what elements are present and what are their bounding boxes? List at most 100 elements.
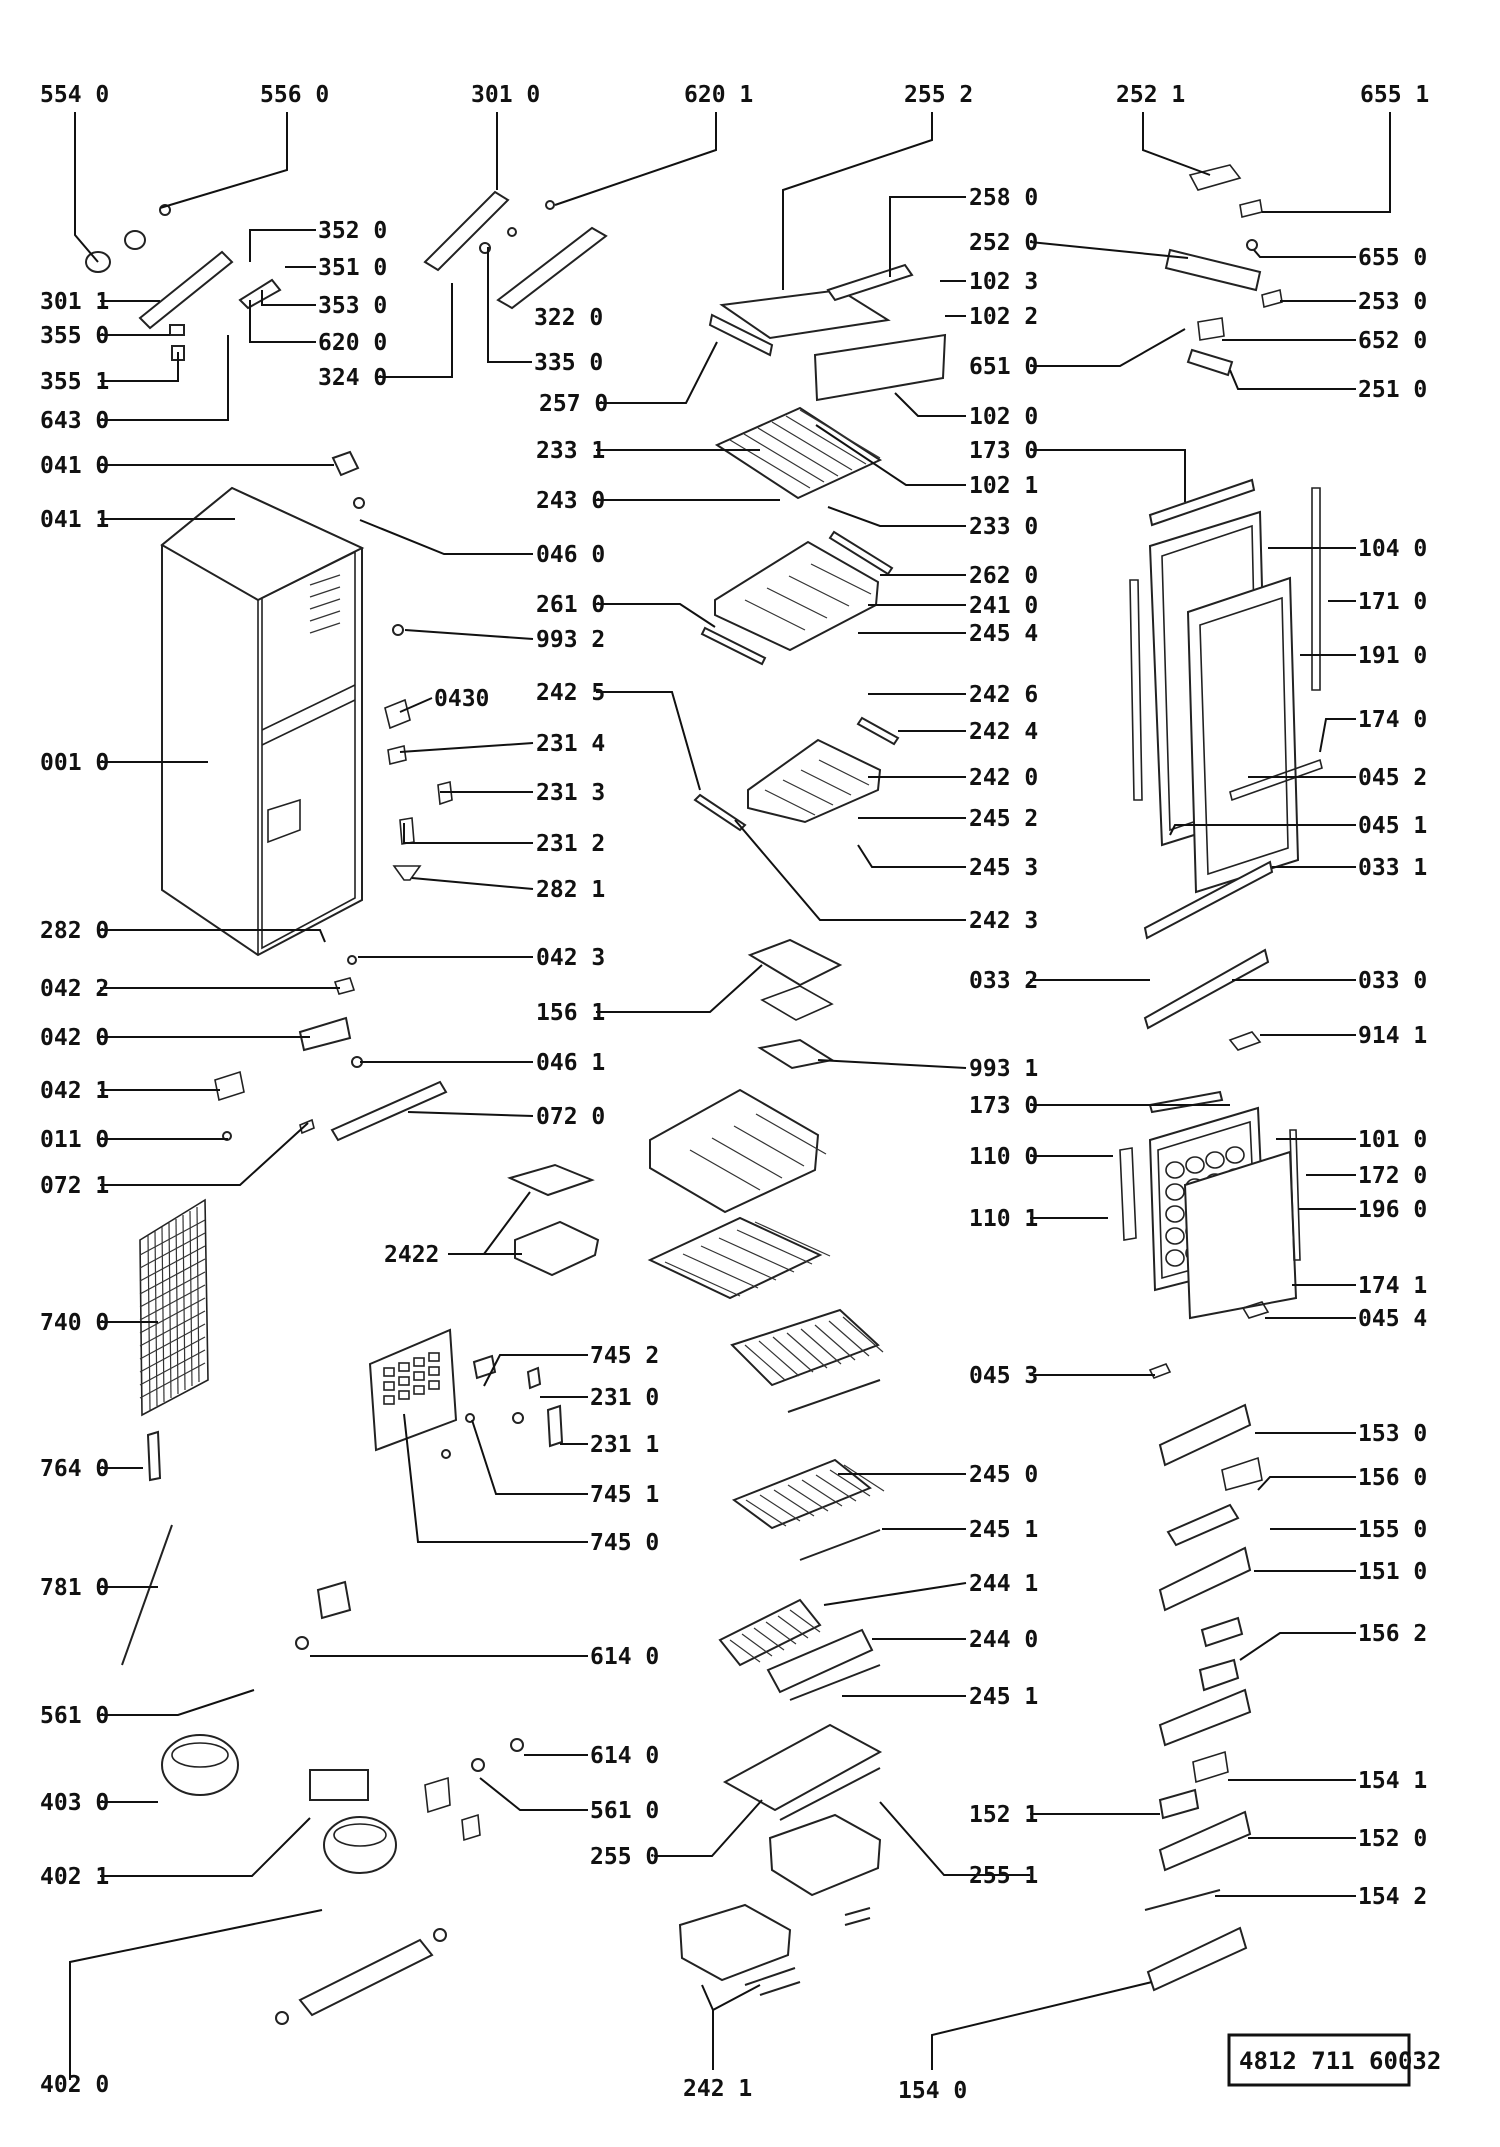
- part-label-104-0: 104 0: [1358, 536, 1427, 562]
- part-label-242-2: 2422: [384, 1242, 439, 1268]
- leader-242-1: [701, 1984, 714, 2011]
- document-number: 4812 711 60032: [1239, 2047, 1441, 2075]
- part-label-262-0: 262 0: [969, 563, 1038, 589]
- leader-402-1: [100, 1817, 311, 1877]
- part-label-242-6: 242 6: [969, 682, 1038, 708]
- part-drawings: [85, 164, 1323, 2025]
- crisper-drawers-drawing: [678, 1813, 882, 1996]
- leader-261-0: [596, 603, 716, 628]
- part-label-253-0: 253 0: [1358, 289, 1427, 315]
- freezer-drawers-drawing: [693, 263, 947, 832]
- leader-lines: [69, 112, 1391, 2080]
- part-label-993-1: 993 1: [969, 1056, 1038, 1082]
- leader-072-1: [100, 1122, 309, 1186]
- light-housing-drawing: [368, 1328, 564, 1459]
- part-label-191-0: 191 0: [1358, 643, 1427, 669]
- part-label-745-2: 745 2: [590, 1343, 659, 1369]
- leader-255-1: [879, 1801, 1030, 1876]
- part-label-402-1: 402 1: [40, 1864, 109, 1890]
- leader-554-0: [74, 112, 99, 263]
- part-label-655-1: 655 1: [1360, 82, 1429, 108]
- leader-233-0: [827, 506, 966, 527]
- part-label-045-3: 045 3: [969, 1363, 1038, 1389]
- part-label-556-0: 556 0: [260, 82, 329, 108]
- document-number-box: 4812 711 60032: [1227, 2033, 1441, 2087]
- leader-643-0: [100, 335, 229, 421]
- small-drawer-drawing: [507, 1163, 600, 1277]
- part-label-042-0: 042 0: [40, 1025, 109, 1051]
- leader-993-2: [404, 629, 534, 640]
- part-label-155-0: 155 0: [1358, 1517, 1427, 1543]
- leader-255-0: [654, 1799, 763, 1857]
- part-label-244-0: 244 0: [969, 1627, 1038, 1653]
- part-label-301-0: 301 0: [471, 82, 540, 108]
- part-label-244-1: 244 1: [969, 1571, 1038, 1597]
- leader-242-5: [596, 691, 701, 791]
- leader-655-1: [1262, 112, 1391, 213]
- leader-174-0: [1319, 718, 1356, 753]
- part-label-042-2: 042 2: [40, 976, 109, 1002]
- part-label-033-1: 033 1: [1358, 855, 1427, 881]
- leader-102-0: [894, 392, 966, 417]
- part-label-154-1: 154 1: [1358, 1768, 1427, 1794]
- part-label-041-0: 041 0: [40, 453, 109, 479]
- part-label-231-2: 231 2: [536, 831, 605, 857]
- leader-745-2: [483, 1354, 588, 1387]
- part-label-261-0: 261 0: [536, 592, 605, 618]
- leader-072-0: [407, 1111, 534, 1117]
- part-label-154-2: 154 2: [1358, 1884, 1427, 1910]
- part-label-620-1: 620 1: [684, 82, 753, 108]
- part-label-154-0: 154 0: [898, 2078, 967, 2104]
- leader-252-0: [1029, 241, 1189, 259]
- leader-355-1: [100, 352, 179, 382]
- part-label-242-5: 242 5: [536, 680, 605, 706]
- part-label-257-0: 257 0: [539, 391, 608, 417]
- leader-324-0: [378, 283, 453, 378]
- part-label-351-0: 351 0: [318, 255, 387, 281]
- part-label-231-0: 231 0: [590, 1385, 659, 1411]
- part-label-242-1: 242 1: [683, 2076, 752, 2102]
- leader-242-1: [712, 1984, 761, 2070]
- part-label-402-0: 402 0: [40, 2072, 109, 2098]
- leader-620-0: [249, 300, 316, 343]
- part-label-173-0b: 173 0: [969, 1093, 1038, 1119]
- part-label-335-0: 335 0: [534, 350, 603, 376]
- cabinet-drawing: [160, 486, 365, 957]
- part-label-152-1: 152 1: [969, 1802, 1038, 1828]
- leader-156-2: [1239, 1632, 1356, 1661]
- leader-620-1: [554, 112, 717, 206]
- part-label-993-2: 993 2: [536, 627, 605, 653]
- part-label-102-1: 102 1: [969, 473, 1038, 499]
- part-label-231-1: 231 1: [590, 1432, 659, 1458]
- leader-245-3: [857, 844, 966, 868]
- part-label-255-2: 255 2: [904, 82, 973, 108]
- part-label-282-1: 282 1: [536, 877, 605, 903]
- leader-045-1: [1169, 824, 1356, 836]
- part-label-173-0a: 173 0: [969, 438, 1038, 464]
- part-label-764-0: 764 0: [40, 1456, 109, 1482]
- part-label-042-1: 042 1: [40, 1078, 109, 1104]
- part-label-352-0: 352 0: [318, 218, 387, 244]
- part-label-171-0: 171 0: [1358, 589, 1427, 615]
- part-label-245-4: 245 4: [969, 621, 1038, 647]
- small-fittings-drawing: [214, 164, 1283, 1142]
- part-label-652-0: 652 0: [1358, 328, 1427, 354]
- center-shelves-drawing: [647, 938, 885, 1821]
- part-label-282-0: 282 0: [40, 918, 109, 944]
- part-label-403-0: 403 0: [40, 1790, 109, 1816]
- leader-173-0a: [1030, 449, 1186, 502]
- part-label-252-1: 252 1: [1116, 82, 1185, 108]
- leader-156-0: [1257, 1476, 1356, 1491]
- part-label-245-1b: 245 1: [969, 1684, 1038, 1710]
- leader-745-1: [471, 1419, 588, 1495]
- leader-561-0a: [100, 1689, 255, 1716]
- part-label-243-0: 243 0: [536, 488, 605, 514]
- part-label-301-1: 301 1: [40, 289, 109, 315]
- leader-282-0: [100, 929, 326, 943]
- leader-282-1: [411, 877, 534, 890]
- part-label-174-0: 174 0: [1358, 707, 1427, 733]
- leader-244-1: [823, 1582, 967, 1606]
- part-label-324-0: 324 0: [318, 365, 387, 391]
- part-label-101-0: 101 0: [1358, 1127, 1427, 1153]
